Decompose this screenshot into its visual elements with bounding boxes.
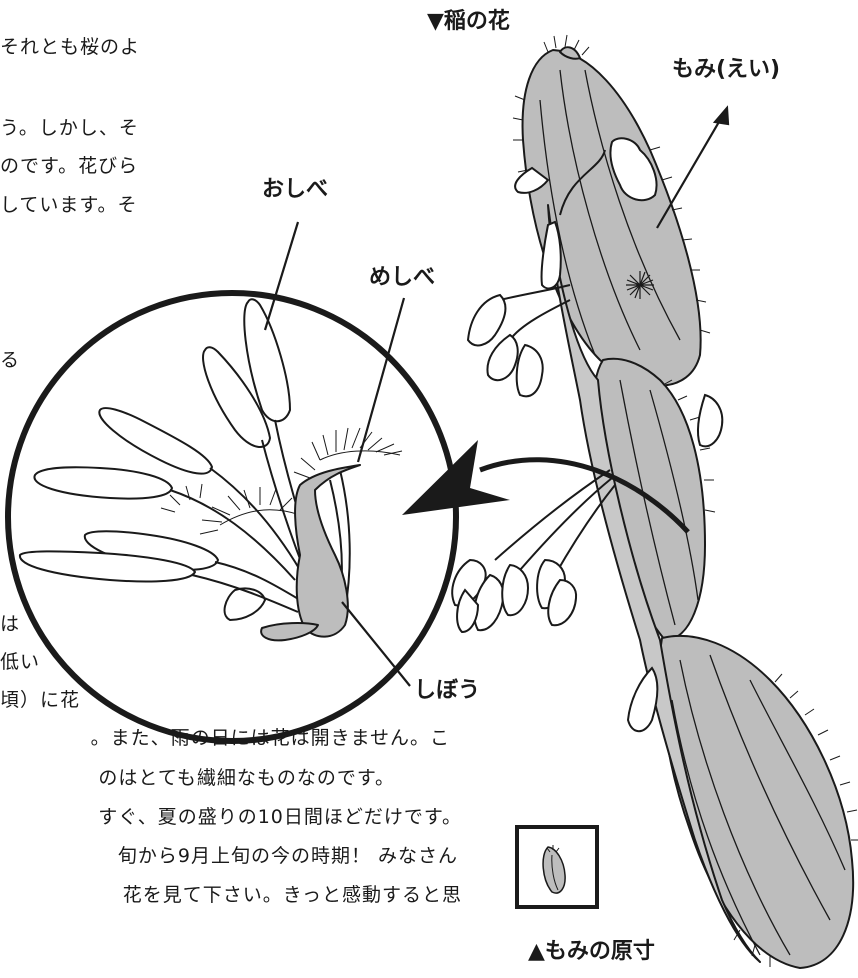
diagram-title: ▼稲の花 xyxy=(427,9,510,34)
body-line-top-3: のです。花びら xyxy=(0,155,139,177)
leader-lines xyxy=(263,105,730,687)
magnified-flower xyxy=(19,298,403,642)
body-line-bottom-2: のはとても繊細なものなのです。 xyxy=(98,767,395,789)
upper-husk-tip xyxy=(559,46,581,60)
rachis xyxy=(547,204,761,963)
momi-leader xyxy=(656,114,724,229)
magnifier-circle xyxy=(5,290,459,744)
lower-husk xyxy=(658,634,855,969)
body-fragment-left-3: 頃）に花 xyxy=(0,689,81,711)
label-momi: もみ(えい) xyxy=(672,57,781,82)
body-line-bottom-3: すぐ、夏の盛りの10日間ほどだけです。 xyxy=(98,806,462,828)
husk-center-mark xyxy=(626,271,654,299)
magnified-ovary-base xyxy=(260,622,319,642)
body-line-top-4: しています。そ xyxy=(0,194,138,216)
magnified-ovary xyxy=(294,464,361,638)
body-fragment-left-1: は xyxy=(0,613,21,635)
label-oshibe: おしべ xyxy=(262,177,329,202)
magnifier xyxy=(5,290,459,744)
husk-hairs xyxy=(512,34,858,967)
body-line-bottom-4: 旬から9月上旬の今の時期！ みなさん xyxy=(117,845,458,867)
magnified-anthers xyxy=(19,298,291,621)
momi-actual-grain xyxy=(542,846,566,894)
body-fragment-left-2: 低い xyxy=(0,651,41,673)
lower-stamens xyxy=(451,469,616,634)
body-line-top-1: それとも桜のよ xyxy=(0,36,141,58)
body-fragment-mid: る xyxy=(0,349,21,371)
husk-veins xyxy=(539,69,846,956)
actual-size-box xyxy=(515,825,599,909)
zoom-arrow xyxy=(402,440,690,534)
magnified-stigma xyxy=(160,427,403,535)
body-line-bottom-5: 花を見て下さい。きっと感動すると思 xyxy=(122,884,462,906)
label-shibou: しぼう xyxy=(414,678,481,703)
body-line-bottom-1: 。また、雨の日には花は開きません。こ xyxy=(90,727,450,749)
body-line-top-2: う。しかし、そ xyxy=(0,117,139,139)
oshibe-leader xyxy=(263,221,300,331)
upper-stamens xyxy=(466,137,724,733)
meshibe-leader xyxy=(356,297,406,463)
label-momi-actual-size: ▲もみの原寸 xyxy=(528,939,655,964)
shibou-leader xyxy=(341,601,411,687)
label-meshibe: めしべ xyxy=(369,265,436,290)
